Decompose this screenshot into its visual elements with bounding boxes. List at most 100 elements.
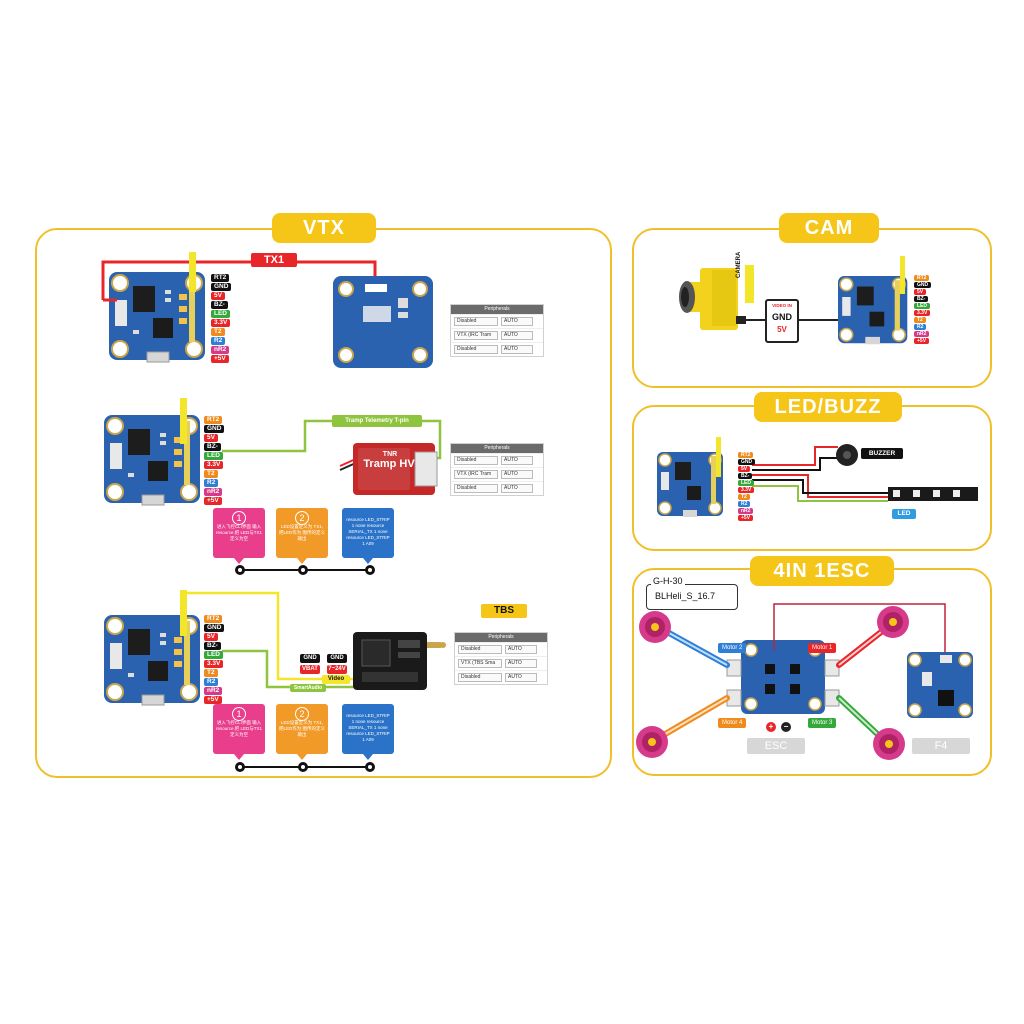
pin-bz: BZ- (211, 301, 228, 309)
pin-rt2: RT2 (204, 615, 223, 623)
pin-bz: BZ- (204, 443, 221, 451)
baud-select[interactable]: AUTO (505, 673, 537, 682)
pin-5v: 5V (204, 434, 218, 442)
esc-label: ESC (747, 738, 805, 754)
step-2-card-tbs: 2 LED设置定义为 TX1, 把LED作为 图传的定义输出 (276, 704, 328, 760)
pin-3v3: 3.3V (204, 461, 224, 469)
pin-plus5v: +5V (204, 497, 222, 505)
pin-led: LED (211, 310, 230, 318)
pin-t2: T2 (204, 669, 218, 677)
led-buzz-title: LED/BUZZ (754, 392, 902, 422)
peripheral-select[interactable]: Disabled (454, 345, 498, 354)
pin-led: LED (204, 452, 223, 460)
pin-rt2: RT2 (914, 275, 930, 281)
pin-rt2: RT2 (211, 274, 230, 282)
pin-t2: T2 (738, 494, 750, 500)
pin-r2: R2 (914, 324, 927, 330)
pin-nr2: nR2 (204, 488, 223, 496)
step-2-number: 2 (295, 511, 309, 525)
step-3-card-tbs: resource LED_STRIP 1 none resource SERIA… (342, 704, 394, 760)
baud-select[interactable]: AUTO (505, 645, 537, 654)
pin-bz: BZ- (738, 473, 753, 479)
step-3-text: resource LED_STRIP 1 none resource SERIA… (346, 517, 390, 546)
baud-select[interactable]: AUTO (505, 659, 537, 668)
step-1-text: 进入飞控CLI界面 输入resource,把 LED与TX1定义为空 (216, 524, 263, 541)
pin-t2: T2 (914, 317, 926, 323)
motor-1-tag: Motor 1 (808, 643, 837, 653)
tbs-gnd-1: GND (300, 654, 320, 663)
esc-firmware: BLHeli_S_16.7 (655, 591, 716, 601)
baud-select[interactable]: AUTO (501, 456, 533, 465)
step-2-text: LED设置定义为 TX1, 把LED作为 图传的定义输出 (279, 720, 326, 737)
tramp-name: Tramp HV (363, 458, 415, 470)
peripheral-select[interactable]: Disabled (454, 456, 498, 465)
peripheral-select[interactable]: VTX (IRC Tram (454, 470, 498, 479)
motor-3-tag: Motor 3 (808, 718, 837, 728)
pin-r2: R2 (211, 337, 226, 345)
pin-plus5v: +5V (914, 338, 930, 344)
tbs-voltage: 7~24V (327, 665, 347, 674)
pin-led: LED (204, 651, 223, 659)
step-1-text: 进入飞控CLI界面 输入resource,把 LED与TX1定义为空 (216, 720, 263, 737)
pin-nr2: nR2 (204, 687, 223, 695)
baud-select[interactable]: AUTO (501, 317, 533, 326)
step-1-card: 1 进入飞控CLI界面 输入resource,把 LED与TX1定义为空 (213, 508, 265, 564)
pin-rt2: RT2 (738, 452, 754, 458)
pin-bz: BZ- (914, 296, 929, 302)
pin-3v3: 3.3V (211, 319, 231, 327)
esc-title: 4IN 1ESC (750, 556, 894, 586)
pin-r2: R2 (738, 501, 751, 507)
peripheral-select[interactable]: Disabled (458, 645, 502, 654)
tbs-smartaudio: SmartAudio (290, 684, 326, 692)
pin-bz: BZ- (204, 642, 221, 650)
pin-3v3: 3.3V (914, 310, 931, 316)
pin-5v: 5V (914, 289, 927, 295)
pin-5v: 5V (738, 466, 751, 472)
peripheral-select[interactable]: Disabled (454, 484, 498, 493)
step-2-number: 2 (295, 707, 309, 721)
cam-5v-label: 5V (777, 325, 787, 334)
pin-rt2: RT2 (204, 416, 223, 424)
baud-select[interactable]: AUTO (501, 345, 533, 354)
pin-t2: T2 (204, 470, 218, 478)
baud-select[interactable]: AUTO (501, 484, 533, 493)
vtx-title: VTX (272, 213, 376, 243)
peripheral-select[interactable]: VTX (IRC Tram (454, 331, 498, 340)
pin-gnd: GND (211, 283, 232, 291)
pin-3v3: 3.3V (204, 660, 224, 668)
baud-select[interactable]: AUTO (501, 470, 533, 479)
step-3-text: resource LED_STRIP 1 none resource SERIA… (346, 713, 390, 742)
step-1-card-tbs: 1 进入飞控CLI界面 输入resource,把 LED与TX1定义为空 (213, 704, 265, 760)
pin-5v: 5V (211, 292, 225, 300)
tbs-label: TBS (481, 604, 527, 618)
pin-3v3: 3.3V (738, 487, 755, 493)
pin-nr2: nR2 (211, 346, 230, 354)
baud-select[interactable]: AUTO (501, 331, 533, 340)
pin-gnd: GND (914, 282, 932, 288)
pin-gnd: GND (204, 425, 225, 433)
video-in-label: VIDEO IN (772, 303, 792, 308)
pin-5v: 5V (204, 633, 218, 641)
tbs-vbat: VBAT (300, 665, 320, 674)
pin-led: LED (738, 480, 754, 486)
pin-r2: R2 (204, 479, 219, 487)
step-2-text: LED设置定义为 TX1, 把LED作为 图传的定义输出 (279, 524, 326, 541)
pin-nr2: nR2 (738, 508, 754, 514)
pin-gnd: GND (204, 624, 225, 632)
tbs-video: Video (322, 675, 350, 684)
pin-nr2: nR2 (914, 331, 930, 337)
step-1-number: 1 (232, 511, 246, 525)
step-1-number: 1 (232, 707, 246, 721)
buzzer-label: BUZZER (861, 448, 903, 459)
peripheral-select[interactable]: Disabled (454, 317, 498, 326)
esc-model: G-H-30 (651, 576, 685, 586)
tramp-brand: TNR (382, 451, 398, 458)
plus-symbol: + (768, 722, 774, 731)
peripheral-select[interactable]: VTX (TBS Sma (458, 659, 502, 668)
motor-4-tag: Motor 4 (718, 718, 747, 728)
peripheral-select[interactable]: Disabled (458, 673, 502, 682)
esc-spec-box: G-H-30 BLHeli_S_16.7 (646, 576, 738, 610)
tx1-label: TX1 (251, 253, 297, 267)
